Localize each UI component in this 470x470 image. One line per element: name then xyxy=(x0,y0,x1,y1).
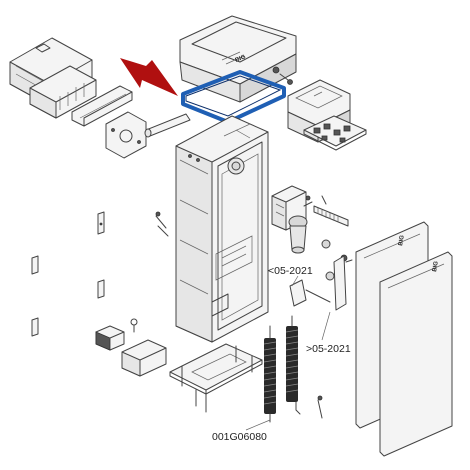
rail-bracket xyxy=(71,85,133,127)
flange-plate xyxy=(105,111,147,159)
gearmotor xyxy=(271,185,313,254)
control-board xyxy=(303,115,367,151)
release-handle xyxy=(313,195,349,227)
part-code-label: 001G06080 xyxy=(212,431,267,443)
revision-after-label: >05-2021 xyxy=(306,343,351,355)
panel-logo-rear: BIG xyxy=(398,234,406,246)
barrier-top-lid: BIG xyxy=(179,15,297,103)
side-module xyxy=(121,339,167,377)
side-brackets xyxy=(31,211,169,337)
arrow-pointer-icon xyxy=(120,58,178,96)
balance-springs xyxy=(263,315,323,423)
callout-leaders xyxy=(245,275,331,431)
lid-logo: BIG xyxy=(235,54,247,64)
barrier-cabinet xyxy=(175,115,269,343)
cover-bracket xyxy=(29,65,97,119)
drive-shaft xyxy=(144,113,191,138)
lid-screws xyxy=(272,66,293,85)
highlighted-gasket xyxy=(181,70,286,124)
panel-logo-front: BIG xyxy=(432,260,440,272)
cover-panel-front: BIG xyxy=(379,251,453,457)
junction-box xyxy=(95,318,138,351)
link-arm xyxy=(289,239,353,311)
foundation-plate xyxy=(169,343,263,413)
revision-before-label: <05-2021 xyxy=(268,265,313,277)
